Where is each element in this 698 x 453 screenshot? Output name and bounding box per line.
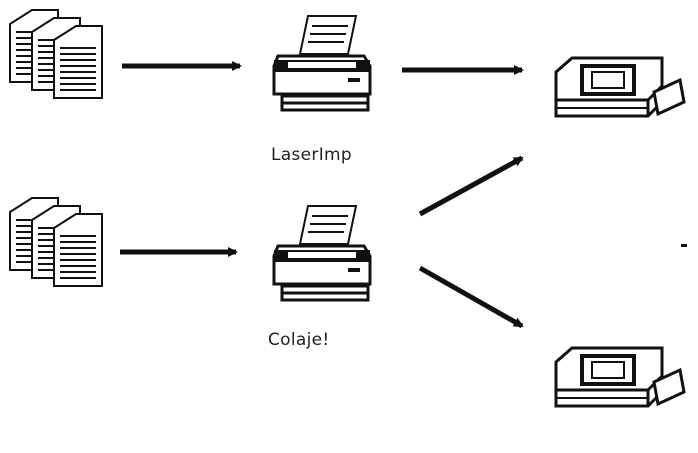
arrow-color-to-device-bottom — [418, 265, 524, 329]
printer-icon — [272, 14, 372, 112]
printer-icon — [272, 204, 372, 302]
arrow-color-to-device-top — [418, 155, 524, 217]
output-device-icon — [554, 346, 686, 408]
printer-label-laserimp: LaserImp — [271, 145, 352, 165]
printer-label-colajet: Colaje! — [268, 330, 330, 350]
document-stack-icon — [9, 197, 103, 287]
document-stack-icon — [9, 9, 103, 99]
stray-mark — [681, 244, 687, 247]
output-device-icon — [554, 56, 686, 118]
